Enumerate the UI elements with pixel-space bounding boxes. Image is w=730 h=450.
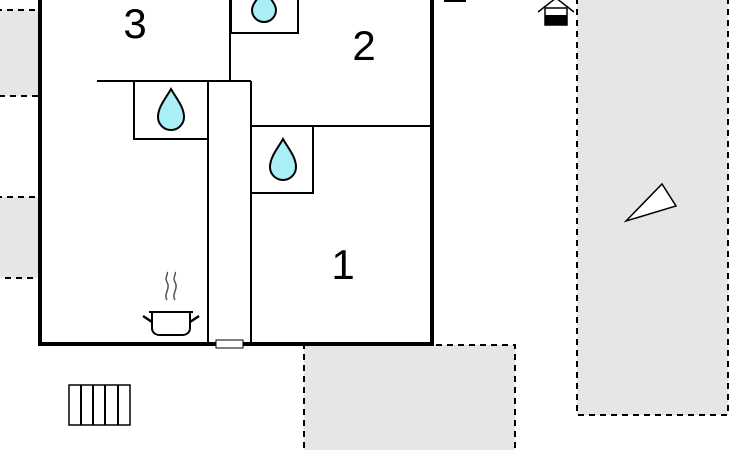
bathroom-right [250,125,314,194]
bathroom-top [230,0,299,34]
cooking-pot-icon [142,271,200,336]
radiator-icon [68,384,131,426]
water-well-icon [537,0,575,26]
outdoor-area-left-bottom [0,196,41,279]
bathroom-middle [133,80,209,140]
water-drop-icon [156,86,186,131]
room-label-3: 3 [123,0,146,47]
door-threshold [215,339,244,349]
north-arrow-icon [623,182,678,223]
water-drop-icon [250,0,278,23]
water-drop-icon [268,136,298,181]
outdoor-area-terrace [303,344,516,450]
outdoor-area-left-top [0,9,41,97]
room-label-2: 2 [352,22,375,69]
room-label-1: 1 [331,241,354,288]
